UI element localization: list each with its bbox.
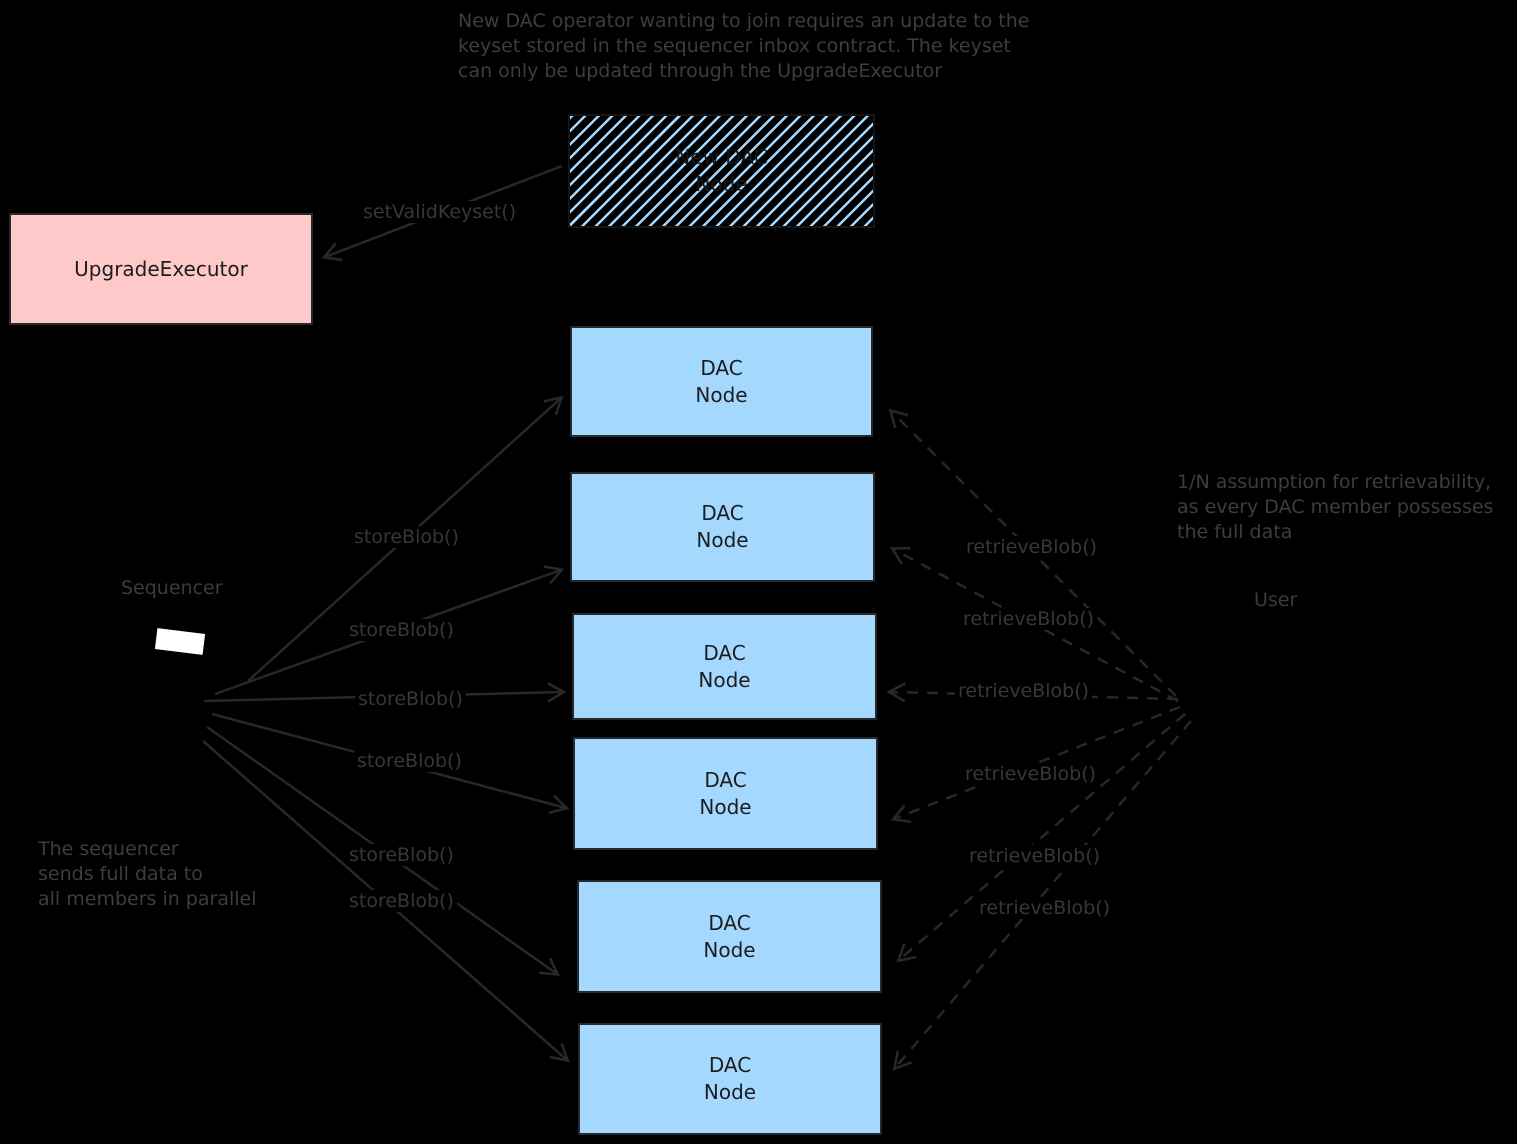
label-store-blob-2: storeBlob() <box>346 619 457 641</box>
label-store-blob-3: storeBlob() <box>355 688 466 710</box>
node-dac-label: DAC <box>708 1053 752 1077</box>
node-dac-label: Node <box>703 1080 757 1104</box>
node-new-dac: New DAC Node <box>568 114 875 228</box>
note-keyset-update-line: keyset stored in the sequencer inbox con… <box>458 35 1011 57</box>
note-retrievability-line: the full data <box>1177 521 1293 543</box>
note-keyset-update-line: New DAC operator wanting to join require… <box>458 10 1030 32</box>
label-retrieve-blob-4: retrieveBlob() <box>962 763 1100 785</box>
node-dac-label: Node <box>695 382 748 407</box>
note-sequencer-parallel-line: all members in parallel <box>38 888 257 910</box>
edge-retrieve-blob-6 <box>892 720 1192 1071</box>
node-dac-6: DAC Node <box>578 1023 882 1135</box>
note-sequencer-parallel-line: The sequencer <box>38 838 179 860</box>
node-new-dac-label: Node <box>695 172 748 196</box>
node-upgrade-executor-label: UpgradeExecutor <box>74 256 248 281</box>
node-dac-label: DAC <box>703 640 746 665</box>
note-sequencer-parallel-line: sends full data to <box>38 863 203 885</box>
node-dac-label: DAC <box>704 767 747 792</box>
note-sequencer-parallel: The sequencer sends full data to all mem… <box>38 837 257 912</box>
node-dac-3: DAC Node <box>572 613 877 720</box>
label-store-blob-1: storeBlob() <box>351 526 462 548</box>
node-new-dac-label: New DAC <box>675 145 768 169</box>
label-retrieve-blob-1: retrieveBlob() <box>963 536 1101 558</box>
node-dac-label: DAC <box>700 355 743 380</box>
node-dac-4: DAC Node <box>573 737 878 850</box>
sequencer-label: Sequencer <box>121 577 223 599</box>
label-store-blob-5: storeBlob() <box>346 844 457 866</box>
node-upgrade-executor: UpgradeExecutor <box>9 213 313 325</box>
note-retrievability: 1/N assumption for retrievability, as ev… <box>1177 470 1493 545</box>
node-dac-label: Node <box>703 937 756 962</box>
note-retrievability-line: 1/N assumption for retrievability, <box>1177 471 1492 493</box>
label-retrieve-blob-5: retrieveBlob() <box>966 845 1104 867</box>
node-dac-label: DAC <box>701 501 744 525</box>
label-store-blob-6: storeBlob() <box>346 890 457 912</box>
edge-retrieve-blob-5 <box>896 713 1186 963</box>
node-dac-label: Node <box>699 794 752 819</box>
node-dac-label: DAC <box>708 910 751 935</box>
label-retrieve-blob-2: retrieveBlob() <box>960 608 1098 630</box>
node-dac-2: DAC Node <box>570 472 875 582</box>
note-keyset-update-line: can only be updated through the UpgradeE… <box>458 60 943 82</box>
label-retrieve-blob-6: retrieveBlob() <box>976 897 1114 919</box>
note-keyset-update: New DAC operator wanting to join require… <box>458 9 1029 84</box>
label-retrieve-blob-3: retrieveBlob() <box>955 680 1093 702</box>
label-set-valid-keyset: setValidKeyset() <box>360 201 520 223</box>
node-dac-1: DAC Node <box>570 326 873 437</box>
note-retrievability-line: as every DAC member possesses <box>1177 496 1494 518</box>
node-dac-5: DAC Node <box>577 880 882 993</box>
node-dac-label: Node <box>698 667 751 692</box>
user-label: User <box>1254 589 1298 611</box>
label-store-blob-4: storeBlob() <box>354 750 465 772</box>
node-dac-label: Node <box>696 528 749 552</box>
